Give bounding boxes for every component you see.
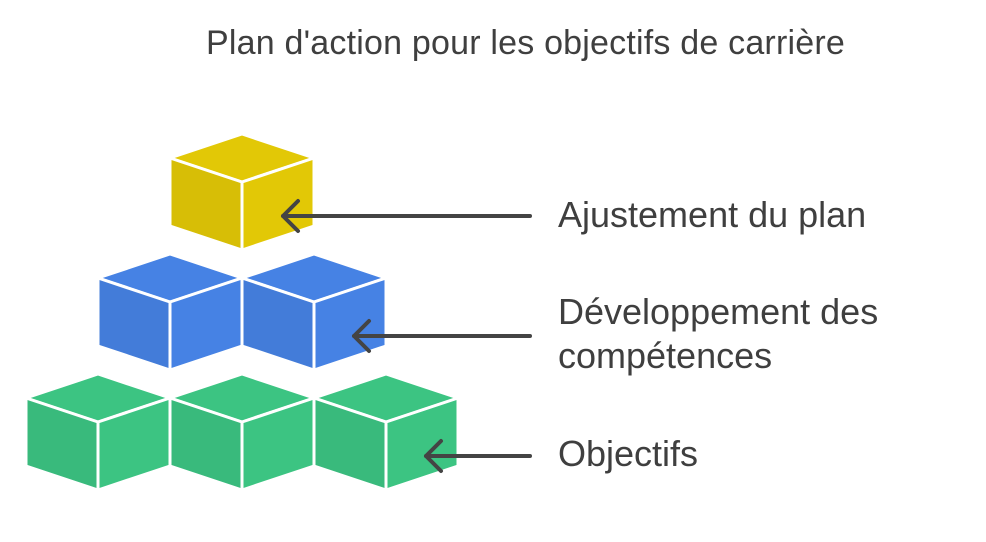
cube-blue-2 — [240, 252, 388, 372]
label-developpement-line2: compétences — [558, 335, 773, 376]
cube-green-3 — [312, 372, 460, 492]
arrow-middle — [352, 319, 532, 353]
cube-yellow — [168, 132, 316, 252]
cube-blue-1 — [96, 252, 244, 372]
cube-green-2 — [168, 372, 316, 492]
label-ajustement: Ajustement du plan — [558, 194, 867, 235]
diagram-title: Plan d'action pour les objectifs de carr… — [206, 24, 845, 62]
label-developpement-line1: Développement des — [558, 291, 879, 332]
arrows — [281, 199, 532, 473]
arrow-bottom — [424, 439, 532, 473]
label-objectifs: Objectifs — [558, 433, 699, 474]
label-developpement: Développement des compétences — [558, 290, 878, 378]
cube-stack — [24, 132, 460, 492]
arrow-top — [281, 199, 532, 233]
cube-green-1 — [24, 372, 172, 492]
